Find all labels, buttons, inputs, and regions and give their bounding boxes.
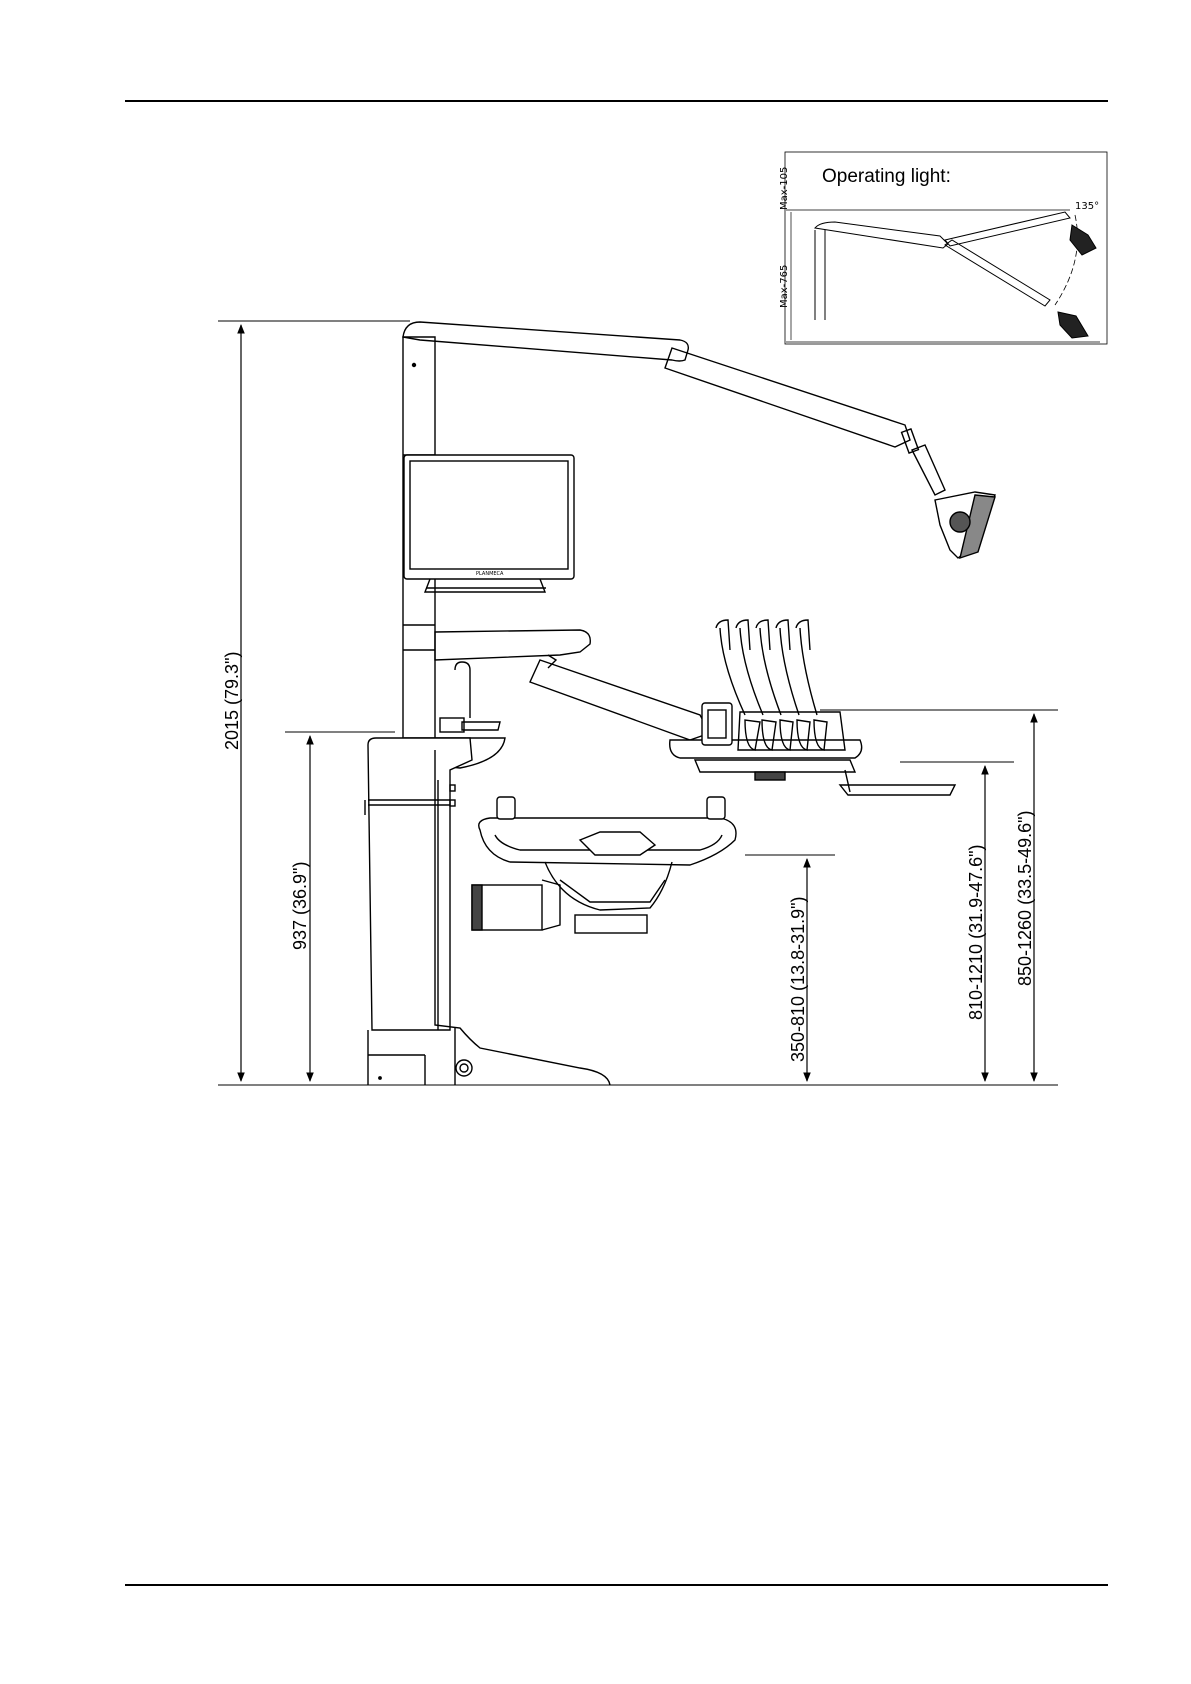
- chair-height-label: 350-810 (13.8-31.9"): [788, 897, 808, 1063]
- monitor-brand: PLANMECA: [476, 571, 504, 577]
- dimension-lines: [218, 321, 1058, 1085]
- tray-low-label: 810-1210 (31.9-47.6"): [966, 844, 986, 1020]
- light-arm: [403, 322, 688, 361]
- inset-angle: 135°: [1075, 201, 1099, 212]
- operating-light-head: [935, 492, 995, 558]
- monitor: PLANMECA: [404, 455, 574, 592]
- dental-chair-seat: [472, 797, 736, 933]
- inset-title: Operating light:: [822, 166, 951, 187]
- total-height-label: 2015 (79.3"): [222, 652, 242, 750]
- cuspidor-height-label: 937 (36.9"): [290, 862, 310, 950]
- cabinet: [365, 738, 472, 1085]
- inset-max-bottom: Max-765: [779, 265, 790, 308]
- dental-unit-drawing: PLANMECA: [365, 322, 995, 1085]
- tray-high-label: 850-1260 (33.5-49.6"): [1015, 810, 1035, 986]
- instrument-arm: [435, 630, 590, 660]
- operating-light-inset: Operating light: Max-105 Max-765 135°: [779, 152, 1107, 344]
- inset-max-top: Max-105: [779, 167, 790, 210]
- instrument-tray: [670, 620, 955, 795]
